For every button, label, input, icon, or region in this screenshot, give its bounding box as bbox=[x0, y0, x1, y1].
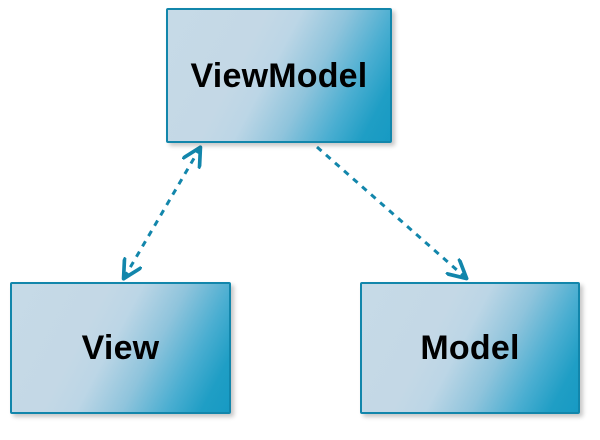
connector-viewmodel-model bbox=[316, 145, 466, 278]
connector-viewmodel-view bbox=[124, 148, 200, 278]
node-model-label: Model bbox=[420, 329, 520, 367]
node-model[interactable]: Model bbox=[360, 282, 580, 414]
node-view[interactable]: View bbox=[10, 282, 231, 414]
node-viewmodel[interactable]: ViewModel bbox=[166, 8, 392, 143]
node-view-label: View bbox=[81, 329, 160, 367]
node-viewmodel-label: ViewModel bbox=[190, 56, 368, 95]
